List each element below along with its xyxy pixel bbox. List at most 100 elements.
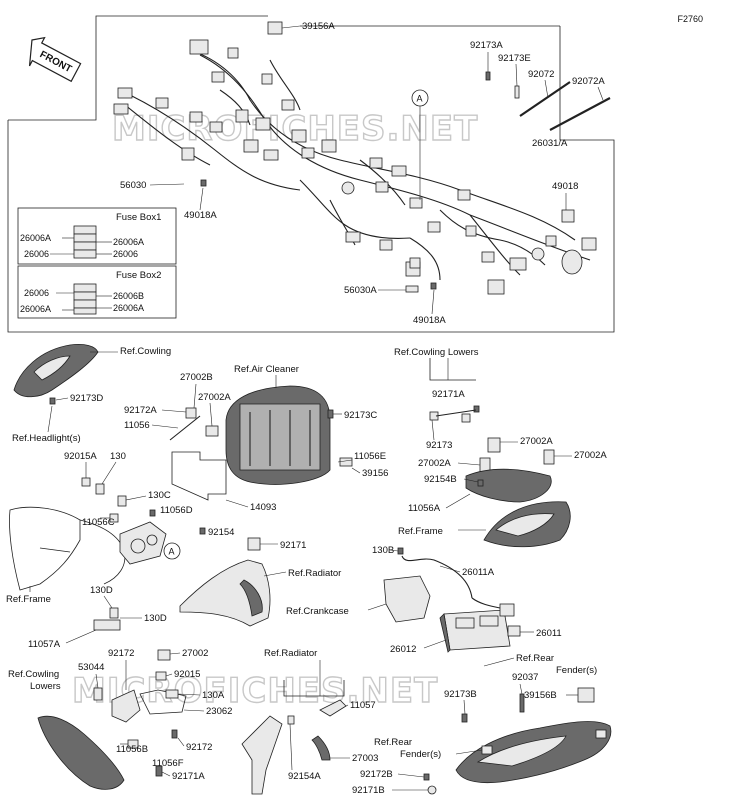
label-39156: 39156 bbox=[362, 468, 388, 479]
label-26011: 26011 bbox=[536, 628, 562, 639]
label-92173B: 92173B bbox=[444, 689, 477, 700]
label-92154A: 92154A bbox=[288, 771, 321, 782]
label-26031A: 26031/A bbox=[532, 138, 568, 149]
label-92172: 92172 bbox=[108, 648, 134, 659]
harness-frame bbox=[7, 15, 615, 333]
label-130D-1: 130D bbox=[90, 585, 113, 596]
label-ref-frame-l: Ref.Frame bbox=[6, 594, 51, 605]
label-27002A-3: 27002A bbox=[418, 458, 451, 469]
label-49018A-2: 49018A bbox=[413, 315, 446, 326]
label-ref-cowling-lowers-r: Ref.Cowling Lowers bbox=[394, 347, 479, 358]
label-ref-crankcase: Ref.Crankcase bbox=[286, 606, 349, 617]
label-92154B: 92154B bbox=[424, 474, 457, 485]
clip-49018A bbox=[200, 179, 207, 187]
air-cleaner-assembly bbox=[169, 385, 353, 501]
diagram-id: F2760 bbox=[677, 14, 703, 24]
tie-92072 bbox=[519, 81, 571, 117]
callout-a-top-label: A bbox=[417, 94, 423, 104]
label-ref-cowling-lowers-l-2: Lowers bbox=[30, 681, 61, 692]
label-11056C: 11056C bbox=[82, 517, 115, 528]
main-harness: A bbox=[113, 21, 611, 295]
cowling-lowers-left bbox=[37, 671, 187, 790]
label-ref-rear-fender-2-a: Ref.Rear bbox=[374, 737, 412, 748]
label-92172-2: 92172 bbox=[186, 742, 212, 753]
label-ref-rear-fender-2-b: Fender(s) bbox=[400, 749, 441, 760]
label-53044: 53044 bbox=[78, 662, 104, 673]
label-92171: 92171 bbox=[280, 540, 306, 551]
label-ref-frame-r: Ref.Frame bbox=[398, 526, 443, 537]
label-92171B: 92171B bbox=[352, 785, 385, 796]
label-11056: 11056 bbox=[124, 420, 150, 431]
clip-56030 bbox=[181, 147, 195, 161]
label-26012: 26012 bbox=[390, 644, 416, 655]
label-27003: 27003 bbox=[352, 753, 378, 764]
fuse-box-2: Fuse Box2 26006 26006B 26006A 26006A bbox=[17, 265, 177, 319]
tie-92072A bbox=[549, 97, 611, 131]
label-130D-2: 130D bbox=[144, 613, 167, 624]
label-56030: 56030 bbox=[120, 180, 146, 191]
fuse-box-1-r2-left: 26006 bbox=[24, 249, 49, 259]
label-ref-rear-fender-1-b: Fender(s) bbox=[556, 665, 597, 676]
label-11057: 11057 bbox=[350, 700, 376, 711]
label-11056A: 11056A bbox=[408, 503, 441, 514]
label-56030A: 56030A bbox=[344, 285, 377, 296]
label-11056B: 11056B bbox=[116, 744, 148, 755]
battery-assembly bbox=[383, 547, 521, 653]
label-23062: 23062 bbox=[206, 706, 232, 717]
label-26011A: 26011A bbox=[462, 567, 495, 578]
label-92173: 92173 bbox=[426, 440, 452, 451]
radiator-bracket-assembly bbox=[157, 537, 347, 795]
clip-92173A bbox=[485, 71, 491, 81]
fuse-box-2-title: Fuse Box2 bbox=[116, 270, 161, 281]
label-92154: 92154 bbox=[208, 527, 234, 538]
label-92173C: 92173C bbox=[344, 410, 377, 421]
label-49018A: 49018A bbox=[184, 210, 217, 221]
label-92171A-bot: 92171A bbox=[172, 771, 205, 782]
callout-a-bottom bbox=[163, 542, 181, 560]
label-130C: 130C bbox=[148, 490, 171, 501]
fuse-box-1: Fuse Box1 26006A 26006A 26006 26006 bbox=[17, 207, 177, 265]
label-92173E: 92173E bbox=[498, 53, 531, 64]
label-11056E: 11056E bbox=[354, 451, 386, 462]
label-27002: 27002 bbox=[182, 648, 208, 659]
rear-fender-assembly bbox=[423, 687, 612, 795]
callout-a-bottom-label: A bbox=[169, 547, 175, 557]
label-ref-air-cleaner: Ref.Air Cleaner bbox=[234, 364, 299, 375]
fuse-box-2-r2-right: 26006A bbox=[113, 303, 144, 313]
label-49018: 49018 bbox=[552, 181, 578, 192]
fuse-box-2-r1-right: 26006B bbox=[113, 291, 144, 301]
label-39156B: 39156B bbox=[524, 690, 557, 701]
connector-top-left bbox=[189, 39, 209, 55]
frame-left-assembly: A bbox=[9, 477, 206, 631]
label-11057A: 11057A bbox=[28, 639, 61, 650]
label-92015: 92015 bbox=[174, 669, 200, 680]
label-92072A: 92072A bbox=[572, 76, 605, 87]
label-92037: 92037 bbox=[512, 672, 538, 683]
label-130B: 130B bbox=[372, 545, 394, 556]
fuse-box-1-r1-right: 26006A bbox=[113, 237, 144, 247]
label-ref-rear-fender-1-a: Ref.Rear bbox=[516, 653, 554, 664]
front-arrow: FRONT bbox=[28, 36, 82, 83]
label-92172B: 92172B bbox=[360, 769, 393, 780]
fuse-box-2-r2-left: 26006A bbox=[20, 304, 51, 314]
label-130: 130 bbox=[110, 451, 126, 462]
label-ref-radiator-2: Ref.Radiator bbox=[264, 648, 317, 659]
label-ref-headlight: Ref.Headlight(s) bbox=[12, 433, 81, 444]
fuse-box-1-title: Fuse Box1 bbox=[116, 212, 161, 223]
fuse-box-2-r1-left: 26006 bbox=[24, 288, 49, 298]
connector-49018 bbox=[561, 209, 575, 223]
label-92015A: 92015A bbox=[64, 451, 97, 462]
watermark-top: MICROFICHES.NET bbox=[112, 109, 478, 149]
bolt-92173E bbox=[514, 85, 520, 99]
label-ref-cowling-lowers-l-1: Ref.Cowling bbox=[8, 669, 59, 680]
label-92172A: 92172A bbox=[124, 405, 157, 416]
label-92171A-top: 92171A bbox=[432, 389, 465, 400]
horn-connector bbox=[561, 249, 583, 275]
label-27002A-4: 27002A bbox=[574, 450, 607, 461]
label-27002A-1: 27002A bbox=[198, 392, 231, 403]
label-11056D: 11056D bbox=[160, 505, 193, 516]
label-27002A-2: 27002A bbox=[520, 436, 553, 447]
label-14093: 14093 bbox=[250, 502, 276, 513]
label-ref-radiator-1: Ref.Radiator bbox=[288, 568, 341, 579]
